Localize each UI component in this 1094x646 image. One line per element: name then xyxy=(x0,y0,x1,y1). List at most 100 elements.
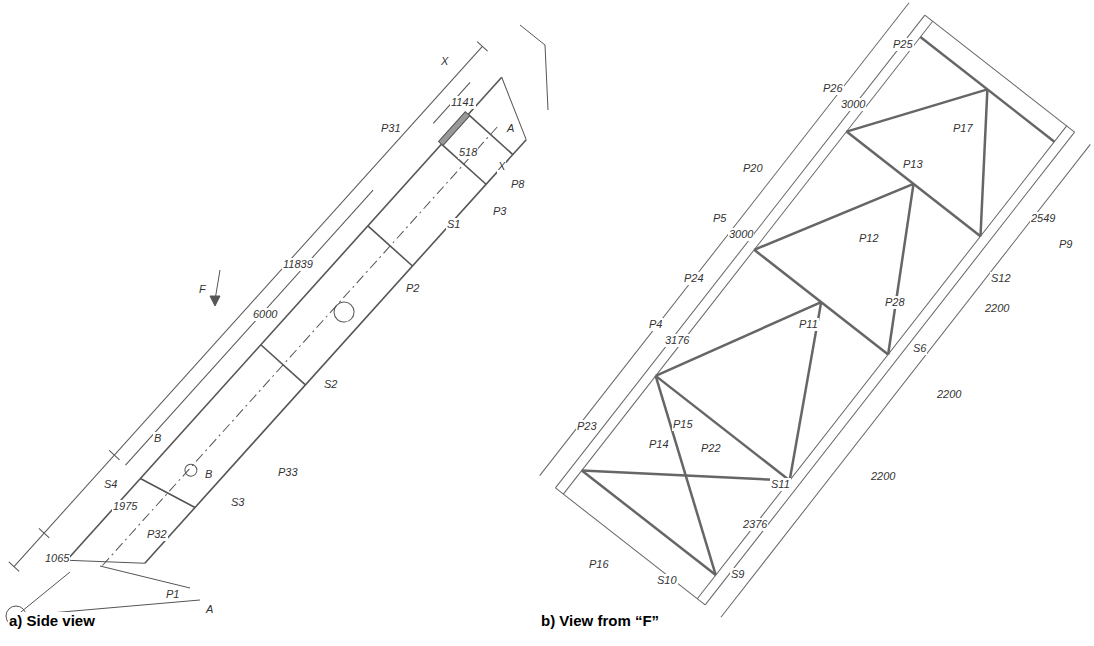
view-caption: b) View from “F” xyxy=(540,612,660,630)
callout-label: F xyxy=(198,283,207,296)
callout-label: P3 xyxy=(492,205,507,218)
callout-label: P8 xyxy=(510,178,525,191)
end-line xyxy=(555,488,705,605)
chord xyxy=(555,15,924,488)
callout-label: 2549 xyxy=(1030,212,1056,225)
callout-label: P20 xyxy=(742,162,764,175)
callout-label: P32 xyxy=(146,528,168,541)
end-line xyxy=(482,77,547,139)
callout-label: X xyxy=(440,55,449,68)
hole xyxy=(330,298,358,326)
callout-label: B xyxy=(204,468,213,481)
callout-label: P24 xyxy=(683,272,705,285)
center-line xyxy=(102,127,497,565)
callout-label: S4 xyxy=(103,478,118,491)
callout-label: S9 xyxy=(730,568,745,581)
callout-label: 2200 xyxy=(936,388,962,401)
callout-label: P2 xyxy=(405,282,420,295)
callout-label: P13 xyxy=(902,158,924,171)
callout-label: S6 xyxy=(912,342,927,355)
callout-label: P4 xyxy=(648,318,663,331)
dimension-tick xyxy=(477,42,487,51)
callout-label: P14 xyxy=(648,438,670,451)
callout-label: 1065 xyxy=(44,552,70,565)
cross-member xyxy=(656,376,790,481)
frame-line xyxy=(520,25,545,45)
diagonal xyxy=(821,184,980,355)
diagonal xyxy=(723,302,888,480)
cross-member xyxy=(441,144,486,184)
callout-label: P23 xyxy=(576,420,598,433)
cross-member xyxy=(261,345,306,385)
callout-label: P26 xyxy=(822,82,844,95)
dimension-line xyxy=(721,144,1090,617)
diagonal xyxy=(582,376,790,575)
callout-label: 3000 xyxy=(728,228,754,241)
support-line xyxy=(100,566,190,588)
callout-label: 11839 xyxy=(282,258,314,271)
side-view xyxy=(6,25,553,630)
boom xyxy=(9,42,553,630)
hole xyxy=(182,462,199,479)
diagonal xyxy=(656,250,821,428)
end-line xyxy=(925,15,1075,132)
callout-label: 1141 xyxy=(450,96,476,109)
callout-label: P5 xyxy=(712,212,727,225)
callout-label: P31 xyxy=(380,122,402,135)
callout-label: P1 xyxy=(165,588,180,601)
callout-label: 2200 xyxy=(870,470,896,483)
callout-label: A xyxy=(205,603,214,616)
callout-label: P9 xyxy=(1058,238,1073,251)
dimension-line xyxy=(14,46,482,566)
callout-label: B xyxy=(153,432,162,445)
callout-label: 518 xyxy=(458,146,478,159)
bottom-chord xyxy=(145,140,526,564)
callout-label: S1 xyxy=(446,218,461,231)
callout-label: S11 xyxy=(770,478,791,491)
cross-member xyxy=(754,250,888,355)
chord xyxy=(697,126,1066,599)
callout-label: S10 xyxy=(656,574,678,587)
callout-label: X xyxy=(497,160,506,173)
view-caption: a) Side view xyxy=(8,612,96,630)
diagonal xyxy=(847,37,988,184)
dimension-tick xyxy=(109,450,119,459)
callout-label: P28 xyxy=(884,296,906,309)
cross-member xyxy=(582,470,716,575)
bracing xyxy=(582,37,1055,575)
callout-label: 3176 xyxy=(664,334,690,347)
view-arrow xyxy=(210,296,220,306)
callout-label: P11 xyxy=(798,318,819,331)
callout-label: 2376 xyxy=(742,518,768,531)
diagonal xyxy=(754,132,913,303)
chord xyxy=(563,21,932,494)
support-line xyxy=(16,572,70,616)
callout-label: S2 xyxy=(323,378,338,391)
callout-label: P25 xyxy=(892,38,914,51)
callout-label: S12 xyxy=(990,272,1012,285)
callout-label: 6000 xyxy=(252,308,278,321)
dimension-line xyxy=(540,3,909,476)
callout-label: S3 xyxy=(230,496,245,509)
callout-label: 1975 xyxy=(112,500,138,513)
top-chord xyxy=(67,77,502,560)
callout-label: 3000 xyxy=(840,98,866,111)
callout-label: 2200 xyxy=(984,302,1010,315)
cross-member xyxy=(847,132,981,237)
callout-label: P17 xyxy=(952,122,974,135)
callout-label: P22 xyxy=(700,442,722,455)
callout-label: P12 xyxy=(858,232,880,245)
end-line xyxy=(67,523,145,600)
top-view xyxy=(540,3,1091,617)
callout-label: P16 xyxy=(588,558,610,571)
callout-label: A xyxy=(506,122,515,135)
dimension-line xyxy=(126,190,374,465)
cross-member xyxy=(368,226,413,266)
end-plate xyxy=(439,112,470,146)
chord xyxy=(705,132,1074,605)
dimension-tick xyxy=(39,528,49,537)
callout-label: P15 xyxy=(672,418,694,431)
diagonal xyxy=(582,376,790,575)
